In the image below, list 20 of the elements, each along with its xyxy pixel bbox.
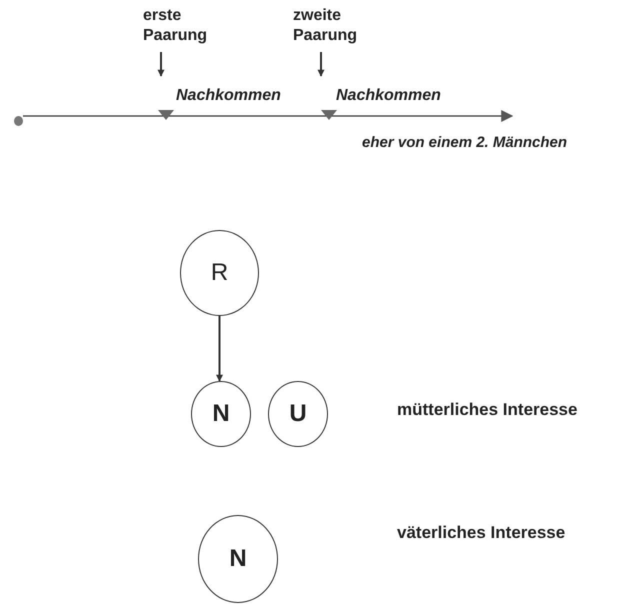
note-text: eher von einem 2. Männchen <box>362 133 568 152</box>
node-letter: N <box>212 400 230 428</box>
circle-node <box>180 230 259 316</box>
event-label: erste Paarung <box>143 6 208 46</box>
circle-node <box>198 515 278 603</box>
node-letter: N <box>229 545 247 573</box>
arrow <box>216 316 223 382</box>
offspring-label: Nachkommen <box>176 86 281 105</box>
node-letter: R <box>210 259 228 287</box>
arrow <box>158 52 164 77</box>
circle-node <box>191 381 251 447</box>
row-label: väterliches Interesse <box>397 523 566 542</box>
event-label: zweite Paarung <box>293 6 358 46</box>
timeline-arrow <box>23 110 514 122</box>
node-letter: U <box>289 400 307 428</box>
circle-node <box>268 381 328 447</box>
offspring-label: Nachkommen <box>336 86 441 105</box>
arrow <box>318 52 324 77</box>
row-label: mütterliches Interesse <box>397 400 578 419</box>
dot-marker <box>14 116 23 126</box>
